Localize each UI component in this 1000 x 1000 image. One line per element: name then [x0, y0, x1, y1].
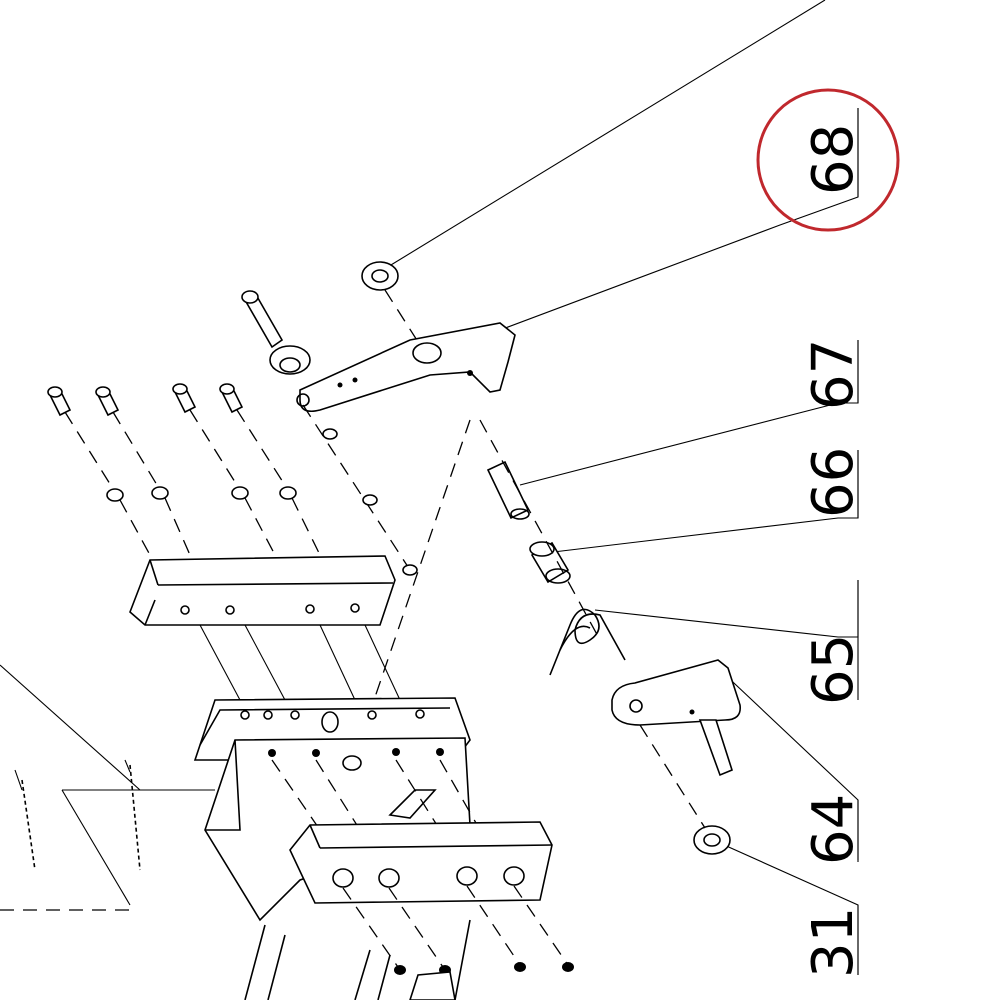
bottom-nuts	[342, 885, 574, 975]
rail-bracket	[129, 555, 396, 626]
left-panel-outline	[0, 789, 140, 911]
bottom-washer-31	[693, 825, 731, 855]
callout-labels: 68 67 66 65 64 31	[801, 108, 866, 978]
highlight-circle	[756, 88, 900, 232]
callout-66[interactable]: 66	[801, 447, 866, 518]
screws	[47, 383, 321, 556]
callout-65[interactable]: 65	[801, 634, 866, 705]
callout-31[interactable]: 31	[801, 907, 866, 978]
roller-nuts	[302, 404, 418, 576]
lower-link-64	[611, 659, 742, 777]
roller-bolt	[241, 290, 311, 375]
link-arm-68	[296, 322, 516, 413]
clamp-bar	[289, 821, 553, 904]
callout-68[interactable]: 68	[801, 124, 866, 195]
left-springs	[14, 759, 141, 871]
bushing-66	[529, 541, 571, 584]
rail-dashed-guides	[199, 624, 401, 701]
top-washer	[361, 261, 399, 291]
callout-67[interactable]: 67	[801, 339, 866, 410]
torsion-spring-65	[549, 608, 626, 676]
lower-frame	[244, 919, 471, 1000]
callout-64[interactable]: 64	[801, 794, 866, 865]
pin-67	[486, 460, 530, 520]
